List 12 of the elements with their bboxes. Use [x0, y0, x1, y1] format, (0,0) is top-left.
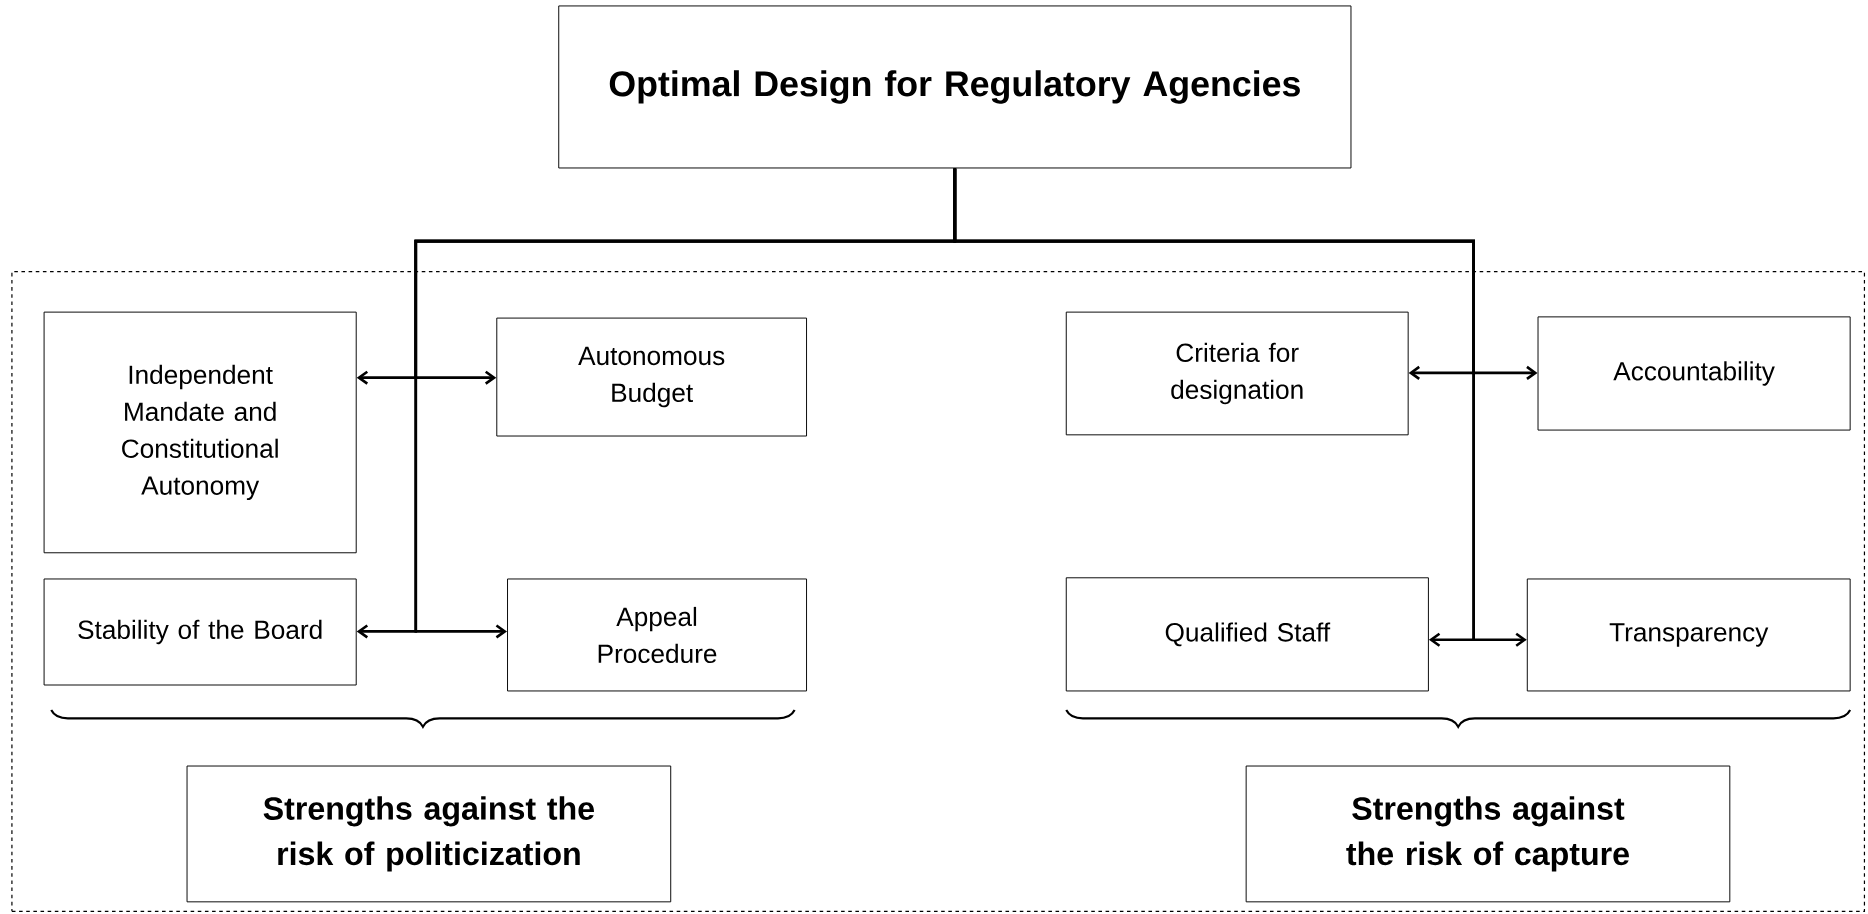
feature-box: Stability of the Board [43, 578, 357, 686]
feature-box: Criteria for designation [1065, 311, 1409, 436]
summary-box: Strengths against the risk of capture [1245, 765, 1731, 903]
feature-box: Appeal Procedure [507, 578, 807, 692]
feature-box: Qualified Staff [1065, 577, 1429, 692]
feature-box: Transparency [1526, 578, 1851, 692]
summary-box: Strengths against the risk of politicization [186, 765, 672, 903]
feature-box: Accountability [1537, 316, 1851, 431]
title-box: Optimal Design for Regulatory Agencies [558, 5, 1352, 169]
feature-box: Autonomous Budget [496, 317, 807, 437]
feature-box: Independent Mandate and Constitutional Autonomy [43, 311, 357, 554]
dashed-frame [11, 271, 1866, 913]
